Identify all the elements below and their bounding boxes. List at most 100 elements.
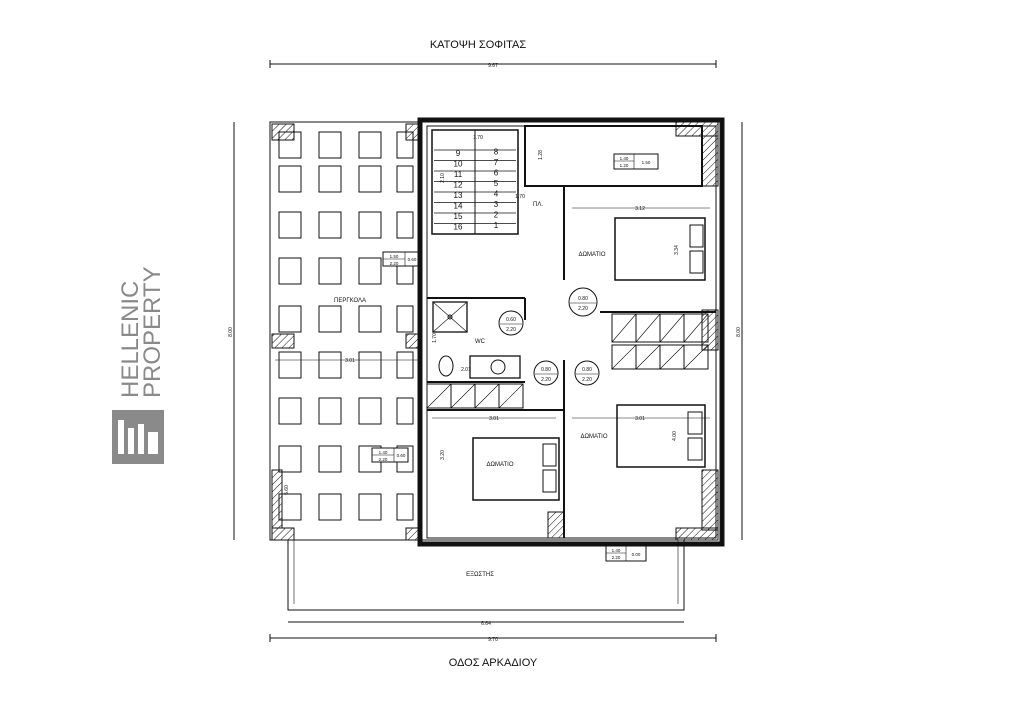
room-1-label: ΔΩΜΑΤΙΟ [578,252,605,258]
svg-text:1.20: 1.20 [620,163,629,168]
svg-text:9.70: 9.70 [488,637,498,643]
hellenic-property-logo: HELLENIC PROPERTY [112,266,166,464]
pergola-cell [396,493,414,521]
stair-step-number: 3 [494,200,499,209]
pergola-cell [396,351,414,379]
pl-label: ΠΛ. [533,202,543,208]
dimension-right: 8.00 [736,122,743,540]
pergola-cell [358,397,382,425]
svg-text:3.20: 3.20 [440,450,446,460]
svg-text:2.20: 2.20 [582,377,592,383]
dim-top-label: 9.67 [488,63,498,69]
room-1: 3.12 ΔΩΜΑΤΙΟ 3.34 [563,186,716,313]
dim-left-label: 8.00 [228,327,234,337]
pergola-cell [358,211,382,239]
toilet [438,355,454,377]
pergola-cell [396,397,414,425]
svg-text:1.50: 1.50 [642,160,651,165]
svg-text:1.70: 1.70 [515,194,525,200]
pergola-cell [358,165,382,193]
plan-title: ΚΑΤΟΨΗ ΣΟΦΙΤΑΣ [430,39,527,51]
stair-step-number: 11 [454,170,463,179]
svg-text:0.80: 0.80 [582,367,592,373]
svg-text:2.10: 2.10 [440,173,446,183]
logo-building-icon [112,410,164,464]
pergola-cell [358,305,382,333]
pergola-cell [318,131,342,159]
svg-text:0.60: 0.60 [408,257,417,262]
pergola-cell [358,257,382,285]
stair-step-number: 5 [494,179,499,188]
room-2-label: ΔΩΜΑΤΙΟ [486,462,513,468]
pergola-cell [318,211,342,239]
bed-3 [616,404,706,468]
column [271,123,295,141]
pergola-area: ΠΕΡΓΚΟΛΑ 3.01 5.60 [269,121,421,541]
svg-text:1.70: 1.70 [432,333,438,343]
dimension-bottom-inner: 6.64 [288,621,684,627]
stair-step-number: 8 [494,148,499,157]
svg-text:0.60: 0.60 [506,317,516,323]
stair-step-number: 16 [454,223,463,232]
pergola-cell [318,493,342,521]
svg-text:0.80: 0.80 [578,296,588,302]
stair-step-number: 1 [494,221,499,230]
wardrobe-row-2 [611,344,709,370]
store-room: 1.28 [524,125,703,187]
svg-text:1.70: 1.70 [473,135,483,141]
pergola-cell [358,131,382,159]
stair-step-number: 7 [494,158,499,167]
pergola-cell [278,305,302,333]
dimension-bottom-outer: 9.70 [269,634,717,643]
pergola-cell [318,445,342,473]
svg-text:1.40: 1.40 [612,548,621,553]
svg-text:PROPERTY: PROPERTY [139,266,166,398]
room-2: 3.01 ΔΩΜΑΤΙΟ 3.20 [427,360,565,538]
svg-text:1.28: 1.28 [538,150,544,160]
stair-step-number: 6 [494,169,499,178]
pergola-cell [396,305,414,333]
pergola-cell [396,131,414,159]
stair-step-number: 15 [454,212,463,221]
bed-1 [614,217,706,281]
pergola-label: ΠΕΡΓΚΟΛΑ [334,298,366,304]
stair-step-number: 2 [494,211,499,220]
dim-pergola-width: 3.01 [345,358,355,364]
room-3-label: ΔΩΜΑΤΙΟ [580,434,607,440]
door-tag-room2: 0.80 2.20 [533,360,559,386]
pergola-cell [318,257,342,285]
pergola-cell [278,211,302,239]
balcony: ΕΞΩΣΤΗΣ [287,539,685,611]
pergola-cell [358,351,382,379]
window-tag-pergola-top: 1.50 2.20 0.60 [382,251,420,267]
stair-step-number: 4 [494,190,499,199]
dimension-top: 9.67 [269,60,717,69]
door-tag-room1: 0.80 2.20 [568,287,598,317]
balcony-label: ΕΞΩΣΤΗΣ [466,572,494,578]
column [271,527,295,541]
stair-step-number: 9 [456,149,461,158]
svg-text:HELLENIC: HELLENIC [117,281,144,398]
dim-right-label: 8.00 [736,327,742,337]
pergola-cell [318,397,342,425]
wardrobe-row-1 [611,313,709,343]
room-3: 3.01 ΔΩΜΑΤΙΟ 4.00 [572,404,710,468]
svg-text:0.60: 0.60 [397,453,406,458]
column [271,469,283,529]
pergola-cell [278,257,302,285]
dimension-left: 8.00 [228,122,235,540]
wardrobe-row-3 [426,383,524,409]
pergola-cell [278,445,302,473]
svg-text:3.01: 3.01 [489,416,499,422]
svg-text:3.01: 3.01 [635,416,645,422]
svg-text:4.00: 4.00 [672,431,678,441]
window-tag-pergola-bottom: 1.40 2.20 0.60 [371,447,409,463]
pergola-cell [278,351,302,379]
pergola-cell [396,211,414,239]
svg-text:2.20: 2.20 [612,555,621,560]
stair-step-number: 10 [454,160,463,169]
pergola-cell [278,397,302,425]
pergola-cell [278,165,302,193]
